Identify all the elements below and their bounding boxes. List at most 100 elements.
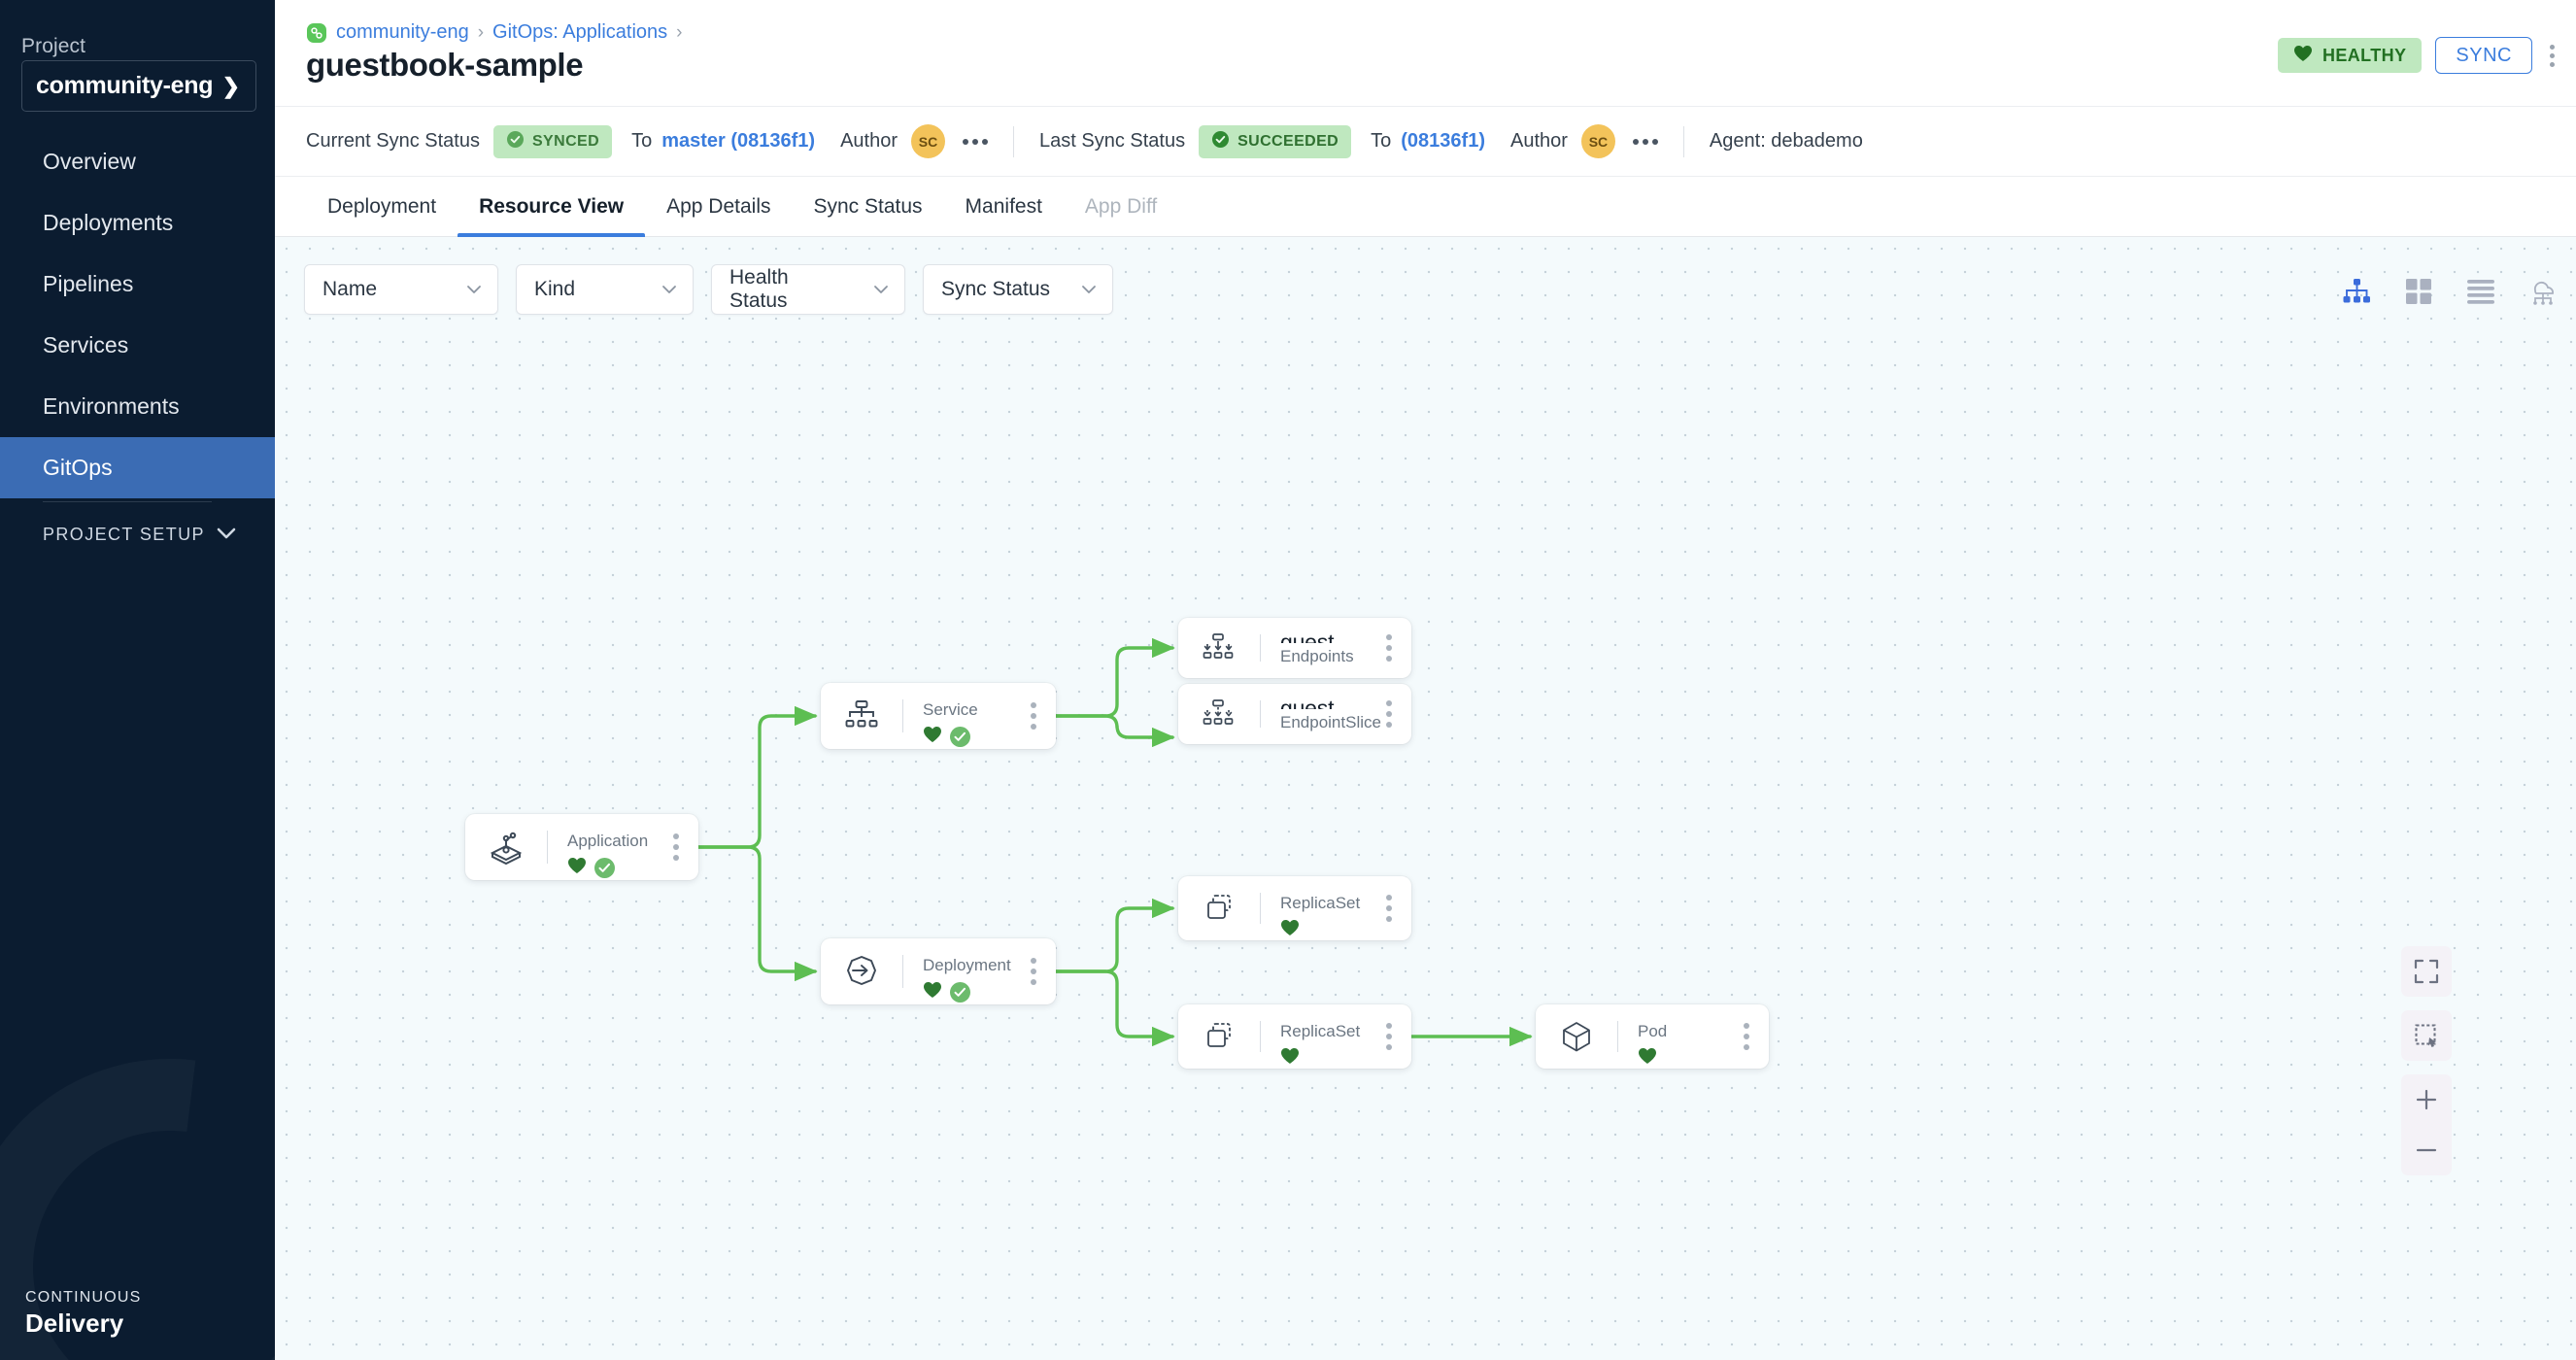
- sidebar-item-environments[interactable]: Environments: [0, 376, 275, 437]
- health-badge-label: HEALTHY: [2322, 45, 2407, 65]
- breadcrumb-separator: ›: [477, 21, 485, 43]
- current-sync-overflow-icon[interactable]: [963, 138, 988, 145]
- chevron-right-icon: ❯: [221, 73, 240, 98]
- chevron-down-icon: [873, 282, 889, 298]
- fullscreen-icon[interactable]: [2401, 946, 2452, 997]
- zoom-in-icon[interactable]: [2401, 1074, 2452, 1125]
- tree-view-icon[interactable]: [2341, 276, 2372, 307]
- node-menu-icon[interactable]: [1724, 1004, 1769, 1069]
- graph-node-endpointslice[interactable]: guestbook-ui-nzklt EndpointSlice: [1178, 684, 1411, 744]
- selection-box-icon[interactable]: [2401, 1010, 2452, 1061]
- graph-node-endpoints[interactable]: guestbook-ui Endpoints: [1178, 618, 1411, 678]
- tab-app-details[interactable]: App Details: [666, 194, 771, 218]
- tab-sync-status[interactable]: Sync Status: [813, 194, 923, 218]
- graph-node-replicaset-2[interactable]: guestbook-ui-b848d5d9d ReplicaSet: [1178, 1004, 1411, 1069]
- project-label: Project: [21, 35, 86, 57]
- resource-graph-canvas[interactable]: Name Kind Health Status: [275, 237, 2576, 1360]
- health-heart-icon: [923, 981, 942, 1003]
- divider: [1260, 634, 1261, 662]
- divider: [547, 831, 548, 864]
- sidebar-item-label: Overview: [43, 149, 136, 174]
- main-content: community-eng › GitOps: Applications › g…: [275, 0, 2576, 1360]
- heart-icon: [2293, 45, 2313, 67]
- current-sync-status-badge[interactable]: SYNCED: [492, 124, 613, 158]
- node-menu-icon[interactable]: [1367, 684, 1411, 744]
- filter-sync-status[interactable]: Sync Status: [923, 264, 1113, 315]
- agent-label: Agent: debademo: [1709, 130, 1863, 152]
- tab-deployment[interactable]: Deployment: [327, 194, 437, 218]
- node-menu-icon[interactable]: [1367, 876, 1411, 940]
- node-name: guestbook-ui: [1280, 629, 1367, 643]
- zoom-in-out-group: [2401, 1074, 2452, 1175]
- node-body: guestbook-ui-b848d5d9d ReplicaSet: [1261, 1004, 1367, 1069]
- node-name: guestbook-ui-nzklt: [1280, 696, 1367, 709]
- node-body: guestbook-ui Service: [903, 683, 1011, 749]
- grid-view-icon[interactable]: [2403, 276, 2434, 307]
- divider: [1682, 125, 1684, 157]
- check-circle-icon: [1211, 130, 1230, 153]
- node-menu-icon[interactable]: [1011, 938, 1056, 1004]
- current-author-label: Author: [840, 130, 898, 152]
- tab-manifest[interactable]: Manifest: [965, 194, 1042, 218]
- sync-button[interactable]: SYNC: [2435, 37, 2532, 74]
- kebab-vertical-icon[interactable]: [2546, 41, 2559, 71]
- node-menu-icon[interactable]: [1011, 683, 1056, 749]
- tab-resource-view[interactable]: Resource View: [458, 177, 646, 237]
- node-menu-icon[interactable]: [654, 814, 698, 880]
- last-sync-overflow-icon[interactable]: [1632, 138, 1658, 145]
- node-kind: Pod: [1638, 1022, 1668, 1040]
- filter-name[interactable]: Name: [304, 264, 498, 315]
- divider: [1260, 893, 1261, 924]
- network-view-icon[interactable]: [2527, 276, 2559, 307]
- sidebar-item-overview[interactable]: Overview: [0, 131, 275, 192]
- node-status-badges: [1638, 1047, 1724, 1069]
- node-kind: Deployment: [923, 956, 1011, 974]
- project-setup-toggle[interactable]: PROJECT SETUP: [43, 525, 237, 545]
- node-status-badges: [923, 726, 1011, 747]
- node-body: guestbook-sample Application: [548, 814, 654, 880]
- graph-node-replicaset-1[interactable]: guestbook-ui-7c64987dc9 ReplicaSet: [1178, 876, 1411, 940]
- sidebar-nav: Overview Deployments Pipelines Services …: [0, 131, 275, 498]
- page-title: guestbook-sample: [306, 47, 584, 83]
- node-menu-icon[interactable]: [1367, 618, 1411, 678]
- application-icon: [465, 814, 547, 880]
- tab-bar: Deployment Resource View App Details Syn…: [275, 177, 2576, 237]
- node-body: guestbook-ui-nzklt EndpointSlice: [1261, 684, 1381, 744]
- graph-node-pod[interactable]: guestbook-ui-b848d5d9… Pod: [1536, 1004, 1769, 1069]
- divider: [1260, 700, 1261, 728]
- divider: [902, 955, 903, 988]
- current-revision-link[interactable]: master (08136f1): [661, 130, 816, 152]
- sidebar-item-gitops[interactable]: GitOps: [0, 437, 275, 498]
- graph-node-application[interactable]: guestbook-sample Application: [465, 814, 698, 880]
- node-menu-icon[interactable]: [1367, 1004, 1411, 1069]
- sidebar-item-label: Pipelines: [43, 271, 134, 296]
- filter-kind[interactable]: Kind: [516, 264, 694, 315]
- sidebar-item-pipelines[interactable]: Pipelines: [0, 254, 275, 315]
- breadcrumb-item-project[interactable]: community-eng: [336, 21, 469, 43]
- last-sync-status-badge[interactable]: SUCCEEDED: [1199, 124, 1352, 158]
- graph-node-service[interactable]: guestbook-ui Service: [821, 683, 1056, 749]
- chevron-down-icon: [216, 527, 237, 544]
- canvas-zoom-controls: [2401, 946, 2452, 1175]
- avatar[interactable]: SC: [911, 124, 945, 158]
- node-status-badges: [923, 981, 1011, 1003]
- sync-check-icon: [594, 857, 615, 878]
- avatar[interactable]: SC: [1580, 124, 1615, 158]
- header-actions: HEALTHY SYNC: [2277, 37, 2559, 74]
- sidebar-item-deployments[interactable]: Deployments: [0, 192, 275, 254]
- replicaset-icon: [1178, 1004, 1260, 1069]
- filter-health-status[interactable]: Health Status: [711, 264, 905, 315]
- list-view-icon[interactable]: [2465, 276, 2496, 307]
- graph-node-deployment[interactable]: guestbook-ui Deployment: [821, 938, 1056, 1004]
- filter-bar: Name Kind Health Status: [304, 264, 1113, 315]
- divider: [1013, 125, 1014, 157]
- sidebar-item-services[interactable]: Services: [0, 315, 275, 376]
- zoom-out-icon[interactable]: [2401, 1125, 2452, 1175]
- project-selector[interactable]: community-eng ❯: [21, 60, 256, 112]
- breadcrumb-item-applications[interactable]: GitOps: Applications: [492, 21, 668, 43]
- divider: [902, 699, 903, 732]
- graph-edges: [696, 637, 1533, 1047]
- current-sync-status-value: SYNCED: [531, 132, 600, 150]
- status-badge-healthy[interactable]: HEALTHY: [2277, 38, 2423, 73]
- last-revision-link[interactable]: (08136f1): [1401, 130, 1485, 152]
